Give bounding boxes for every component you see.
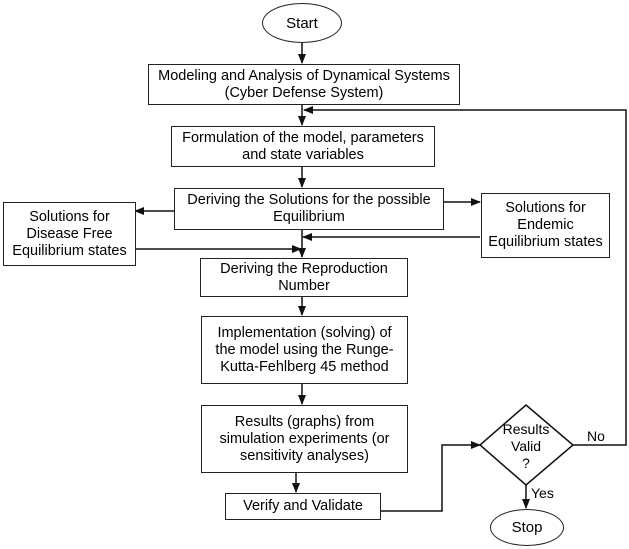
- results-process: Results (graphs) from simulation experim…: [201, 405, 408, 473]
- decision-diamond: [478, 404, 575, 486]
- stop-terminal: Stop: [490, 509, 564, 546]
- arrow-decision-no-loop: [303, 106, 627, 446]
- decision-label: Results Valid ?: [502, 421, 550, 471]
- edge-label-no: No: [587, 428, 605, 444]
- deriving-solutions-process: Deriving the Solutions for the possible …: [174, 188, 444, 230]
- implementation-process: Implementation (solving) of the model us…: [201, 316, 408, 384]
- reproduction-number-process: Deriving the Reproduction Number: [200, 258, 408, 297]
- start-terminal: Start: [262, 3, 342, 43]
- formulation-process: Formulation of the model, parameters and…: [171, 126, 435, 167]
- verify-validate-process: Verify and Validate: [225, 493, 381, 520]
- disease-free-solutions: Solutions for Disease Free Equilibrium s…: [3, 202, 136, 266]
- edge-label-yes: Yes: [531, 485, 554, 501]
- modeling-process: Modeling and Analysis of Dynamical Syste…: [148, 64, 460, 105]
- endemic-solutions: Solutions for Endemic Equilibrium states: [481, 193, 610, 258]
- arrow-verify-to-decision: [380, 441, 481, 512]
